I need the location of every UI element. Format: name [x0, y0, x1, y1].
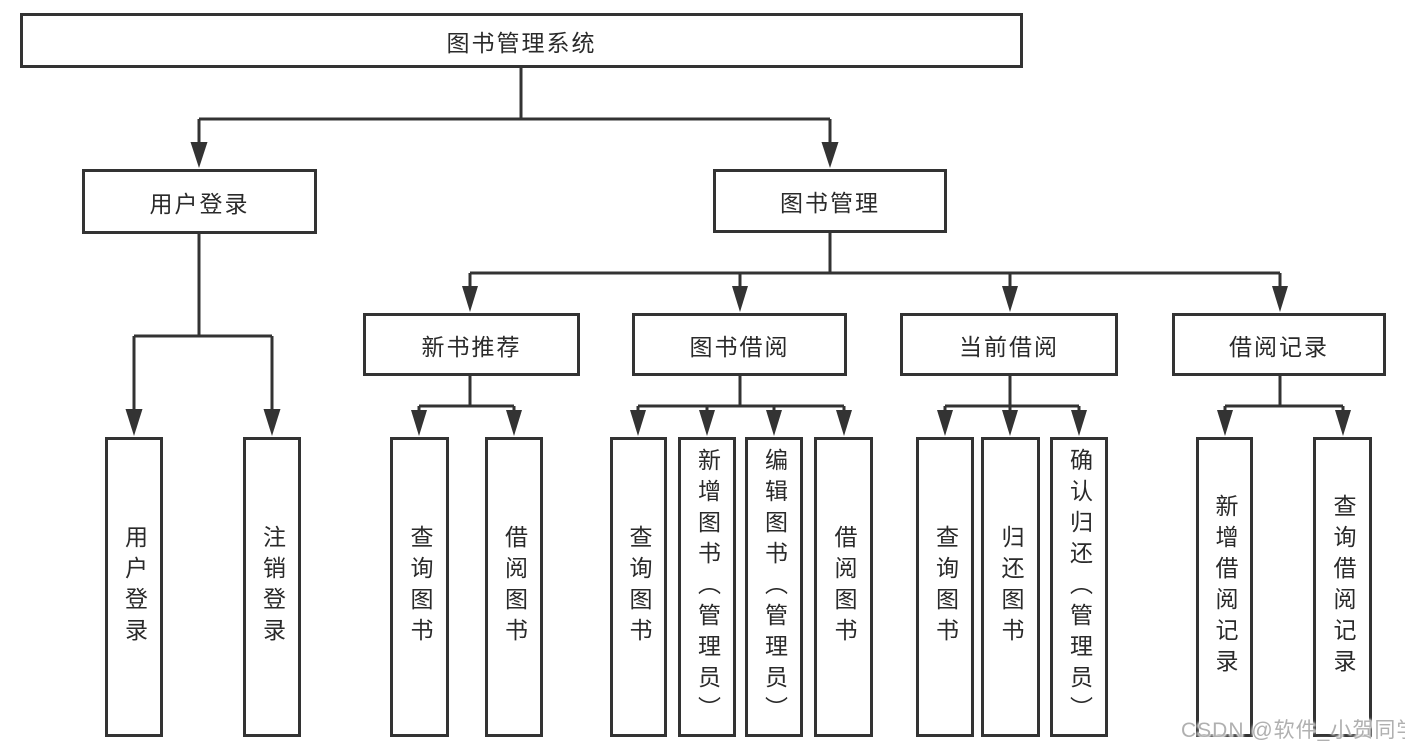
node-library-system-label: 图书管理系统 — [446, 29, 597, 56]
node-borrowing-records: 借阅记录 — [1172, 313, 1386, 376]
node-borrowing-records-label: 借阅记录 — [1229, 333, 1329, 360]
leaf-query-borrow-record: 查询借阅记录 — [1313, 437, 1372, 737]
watermark: CSDN @软件_小贺同学 — [1181, 719, 1405, 742]
leaf-confirm-return-admin: 确认归还（管理员） — [1050, 437, 1108, 737]
leaf-confirm-return-admin-label: 确认归还（管理员） — [1066, 447, 1093, 727]
leaf-borrow-books-borrowing: 借阅图书 — [814, 437, 873, 737]
leaf-edit-books-admin: 编辑图书（管理员） — [745, 437, 803, 737]
leaf-borrow-books-recommend-label: 借阅图书 — [501, 525, 528, 649]
node-new-book-recommendation-label: 新书推荐 — [421, 333, 522, 360]
node-current-borrowing: 当前借阅 — [900, 313, 1118, 376]
node-current-borrowing-label: 当前借阅 — [959, 333, 1059, 360]
leaf-borrow-books-recommend: 借阅图书 — [485, 437, 543, 737]
node-book-management-label: 图书管理 — [780, 190, 880, 216]
leaf-edit-books-admin-label: 编辑图书（管理员） — [761, 447, 788, 727]
leaf-add-books-admin-label: 新增图书（管理员） — [694, 447, 721, 727]
node-book-management: 图书管理 — [713, 169, 947, 233]
leaf-user-login: 用户登录 — [105, 437, 163, 737]
leaf-query-books-current: 查询图书 — [916, 437, 974, 737]
node-book-borrowing-label: 图书借阅 — [689, 333, 790, 360]
leaf-return-books-label: 归还图书 — [998, 525, 1024, 649]
leaf-query-books-borrowing: 查询图书 — [610, 437, 667, 737]
leaf-add-books-admin: 新增图书（管理员） — [678, 437, 736, 737]
leaf-query-borrow-record-label: 查询借阅记录 — [1330, 494, 1356, 680]
leaf-logout: 注销登录 — [243, 437, 301, 737]
node-new-book-recommendation: 新书推荐 — [363, 313, 580, 376]
leaf-add-borrow-record-label: 新增借阅记录 — [1212, 494, 1238, 680]
leaf-borrow-books-borrowing-label: 借阅图书 — [831, 525, 857, 649]
leaf-query-books-borrowing-label: 查询图书 — [626, 525, 652, 649]
node-library-system: 图书管理系统 — [20, 13, 1023, 68]
leaf-user-login-label: 用户登录 — [121, 525, 148, 649]
leaf-add-borrow-record: 新增借阅记录 — [1196, 437, 1253, 737]
node-book-borrowing: 图书借阅 — [632, 313, 847, 376]
leaf-query-books-recommend: 查询图书 — [390, 437, 449, 737]
leaf-logout-label: 注销登录 — [259, 525, 286, 649]
leaf-query-books-current-label: 查询图书 — [932, 525, 959, 649]
node-user-login-label: 用户登录 — [149, 190, 250, 217]
node-user-login: 用户登录 — [82, 169, 317, 234]
leaf-query-books-recommend-label: 查询图书 — [407, 525, 433, 649]
leaf-return-books: 归还图书 — [981, 437, 1040, 737]
